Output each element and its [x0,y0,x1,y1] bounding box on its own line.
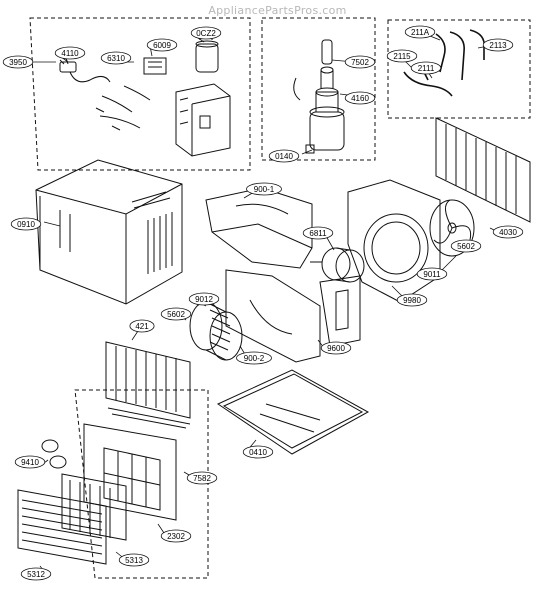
callout-label: 6811 [309,229,327,238]
wire-harness [95,85,151,131]
front-grille-parts-box [74,389,209,579]
callout-label: 6009 [153,41,171,50]
watermark: AppliancePartsPros.com [208,4,347,17]
base-pan [216,369,370,455]
callout-label: 4030 [499,228,517,237]
compressor-parts-box [261,17,376,161]
callout-label: 9011 [423,270,441,279]
compressor [293,39,345,154]
callout-6811: 6811 [302,226,334,240]
callout-label: 0140 [275,152,293,161]
callout-7582: 7582 [186,471,218,485]
callout-label: 211A [411,28,430,37]
callout-421: 421 [129,319,155,333]
leader-lines [32,35,499,575]
callout-2302: 2302 [160,529,192,543]
callout-label: 900-1 [254,185,275,194]
callout-0140: 0140 [268,149,300,163]
callout-0cz2: 0CZ2 [190,26,222,40]
callout-4110: 4110 [54,46,86,60]
callout-211a: 211A [404,25,436,39]
callout-7502: 7502 [344,55,376,69]
callout-0910: 0910 [10,217,42,231]
tubing-parts-box [387,19,531,119]
control-knobs [41,439,67,469]
callout-label: 5602 [457,242,475,251]
callout-label: 0910 [17,220,35,229]
control-box [175,83,231,157]
callout-label: 0410 [249,448,267,457]
callout-label: 9410 [21,458,39,467]
callout-9410: 9410 [14,455,46,469]
callout-3950: 3950 [2,55,34,69]
callout-label: 2113 [489,41,507,50]
callout-label: 2302 [167,532,185,541]
air-filter [61,473,127,541]
callout-label: 900-2 [244,354,265,363]
callout-label: 2111 [418,64,435,73]
callout-6310: 6310 [100,51,132,65]
electrical-parts-box [29,17,251,171]
motor-bracket [319,275,361,347]
callout-5602a: 5602 [160,307,192,321]
callout-label: 6310 [107,54,125,63]
callout-label: 4110 [61,49,79,58]
callout-label: 9980 [403,296,421,305]
blower-wheel [189,301,243,361]
callout-labels: 3950 4110 6009 0CZ2 6310 7502 4160 0140 211A 2113… [2,25,524,581]
callout-label: 4160 [351,94,369,103]
callout-9002: 900-2 [236,351,272,365]
callout-label: 2115 [393,52,411,61]
callout-5313: 5313 [118,553,150,567]
callout-0410: 0410 [242,445,274,459]
fan-housing-upper [205,187,313,269]
callout-9012: 9012 [188,292,220,306]
callout-label: 7502 [351,58,369,67]
front-grille [17,489,107,565]
refrigerant-tubes [403,29,486,97]
callout-4030: 4030 [492,225,524,239]
callout-label: 0CZ2 [196,29,216,38]
callout-label: 5312 [27,570,45,579]
callout-label: 9600 [327,344,345,353]
callout-5602b: 5602 [450,239,482,253]
condenser-shroud [347,179,441,303]
callout-label: 7582 [193,474,211,483]
callout-label: 5313 [125,556,143,565]
callout-label: 9012 [195,295,213,304]
callout-9001: 900-1 [246,182,282,196]
callout-label: 421 [135,322,149,331]
callout-label: 5602 [167,310,185,319]
relay-switch [143,57,167,75]
callout-4160: 4160 [344,91,376,105]
cabinet [35,159,183,305]
condenser-coil [435,117,531,223]
front-frame [83,407,191,521]
callout-6009: 6009 [146,38,178,52]
capacitor [195,36,219,73]
condenser-fan [429,199,475,257]
callout-2113: 2113 [482,38,514,52]
callout-label: 3950 [9,58,27,67]
callout-2115: 2115 [386,49,418,63]
callout-2111: 2111 [410,61,442,75]
callout-9980: 9980 [396,293,428,307]
callout-9011: 9011 [416,267,448,281]
evaporator-coil [105,341,191,419]
callout-9600: 9600 [320,341,352,355]
callout-5312: 5312 [20,567,52,581]
